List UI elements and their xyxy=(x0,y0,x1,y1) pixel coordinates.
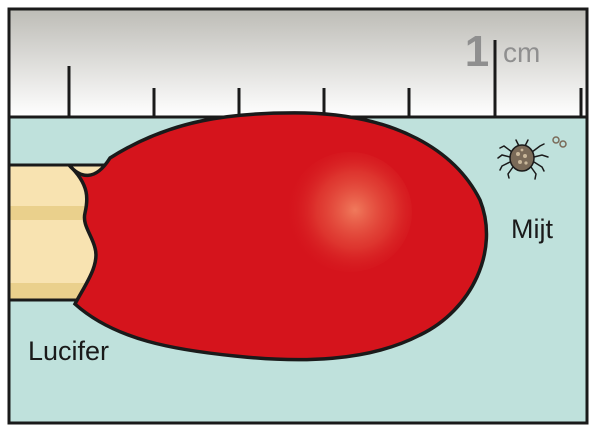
ruler: 1 cm xyxy=(9,9,587,117)
mite-label: Mijt xyxy=(511,214,553,244)
match-head-highlight xyxy=(288,152,412,272)
ruler-number-label: 1 xyxy=(465,27,489,76)
match-head xyxy=(69,113,486,360)
ruler-body xyxy=(9,9,587,117)
match-label: Lucifer xyxy=(28,336,109,366)
ruler-unit-label: cm xyxy=(503,37,540,68)
